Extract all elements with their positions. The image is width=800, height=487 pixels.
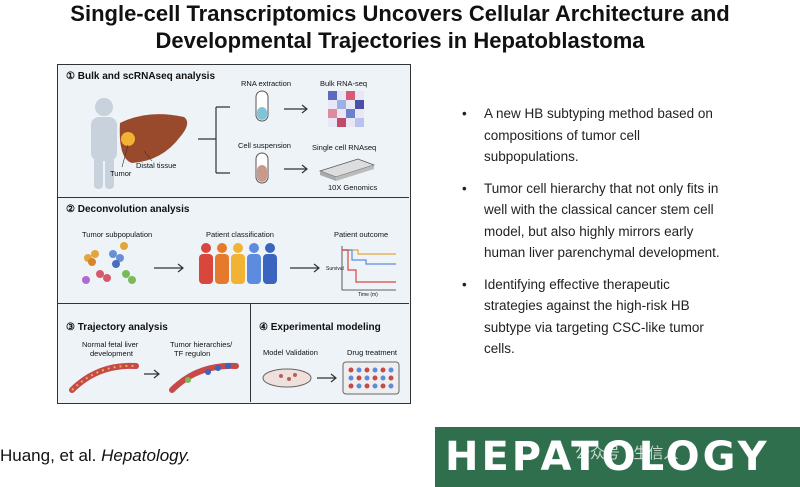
normal-fetal-label-1: Normal fetal liver [82,340,139,349]
tumor-hierarchies-label-2: TF regulon [174,349,211,358]
well-plate-icon [342,361,400,395]
bulk-rnaseq-label: Bulk RNA-seq [320,79,368,88]
page-title: Single-cell Transcriptomics Uncovers Cel… [0,0,800,54]
drug-treatment-label: Drug treatment [347,348,398,357]
bullet-dot-1: • [462,106,467,121]
section-2-heading: ② Deconvolution analysis [66,204,190,215]
title-line-2: Developmental Trajectories in Hepatoblas… [155,28,645,53]
graphical-abstract-figure: ① Bulk and scRNAseq analysis [57,64,411,404]
citation-journal: Hepatology. [101,446,191,465]
survival-curve-icon [341,246,396,291]
section-4-illustration [262,361,400,395]
citation-authors: Huang, et al. [0,446,102,465]
patient-figures-icon [199,243,277,284]
child-silhouette [91,98,117,189]
bullet-dot-2: • [462,180,467,196]
section-1-heading: ① Bulk and scRNAseq analysis [66,71,216,82]
model-validation-label: Model Validation [263,348,318,357]
section-2-illustration [82,242,396,291]
title-line-1: Single-cell Transcriptomics Uncovers Cel… [70,1,730,26]
cell-clusters-icon [82,242,136,284]
watermark-text: 公众号 · 生信人 [575,445,679,462]
tumor-label: Tumor [110,169,132,178]
patient-classification-label: Patient classification [206,230,274,239]
highlight-item-3: • Identifying effective therapeutic stra… [462,274,762,360]
section-3-illustration [69,362,239,393]
trajectory-curve-normal [69,362,139,393]
single-cell-label: Single cell RNAseq [312,143,377,152]
survival-axis-label: Survival [326,266,344,272]
rna-extraction-label: RNA extraction [241,79,292,88]
bulk-heatmap-icon [328,91,364,127]
time-axis-label: Time (m) [358,292,378,298]
highlights-list: • A new HB subtyping method based on com… [462,103,762,370]
section-deconvolution: ② Deconvolution analysis Tumor subpopula… [58,198,409,304]
trajectory-curve-tumor [169,362,239,393]
distal-tissue-label: Distal tissue [136,161,177,170]
section-trajectory: ③ Trajectory analysis Normal fetal liver… [58,304,251,402]
section-1-illustration [91,90,376,189]
normal-fetal-label-2: development [90,349,133,358]
section-bulk-scrnaseq: ① Bulk and scRNAseq analysis [58,65,409,198]
petri-dish-icon [262,368,312,388]
journal-logo: HEPATOLOGY [435,427,800,487]
chip-icon [318,158,376,181]
cell-suspension-label: Cell suspension [238,141,291,150]
tumor-hierarchies-label-1: Tumor hierarchies/ [170,340,233,349]
highlight-item-1: • A new HB subtyping method based on com… [462,103,762,168]
bullet-dot-3: • [462,276,467,292]
section-experimental-modeling: ④ Experimental modeling Model Validation… [251,304,409,402]
section-4-heading: ④ Experimental modeling [259,322,381,333]
liver-shape [119,114,188,163]
highlight-item-2: • Tumor cell hierarchy that not only fit… [462,178,762,264]
tumor-mark [121,132,135,146]
section-3-heading: ③ Trajectory analysis [66,322,168,333]
citation: Huang, et al. Hepatology. [0,446,191,466]
genomics-label: 10X Genomics [328,183,378,192]
tumor-subpopulation-label: Tumor subpopulation [82,230,153,239]
patient-outcome-label: Patient outcome [334,230,389,239]
